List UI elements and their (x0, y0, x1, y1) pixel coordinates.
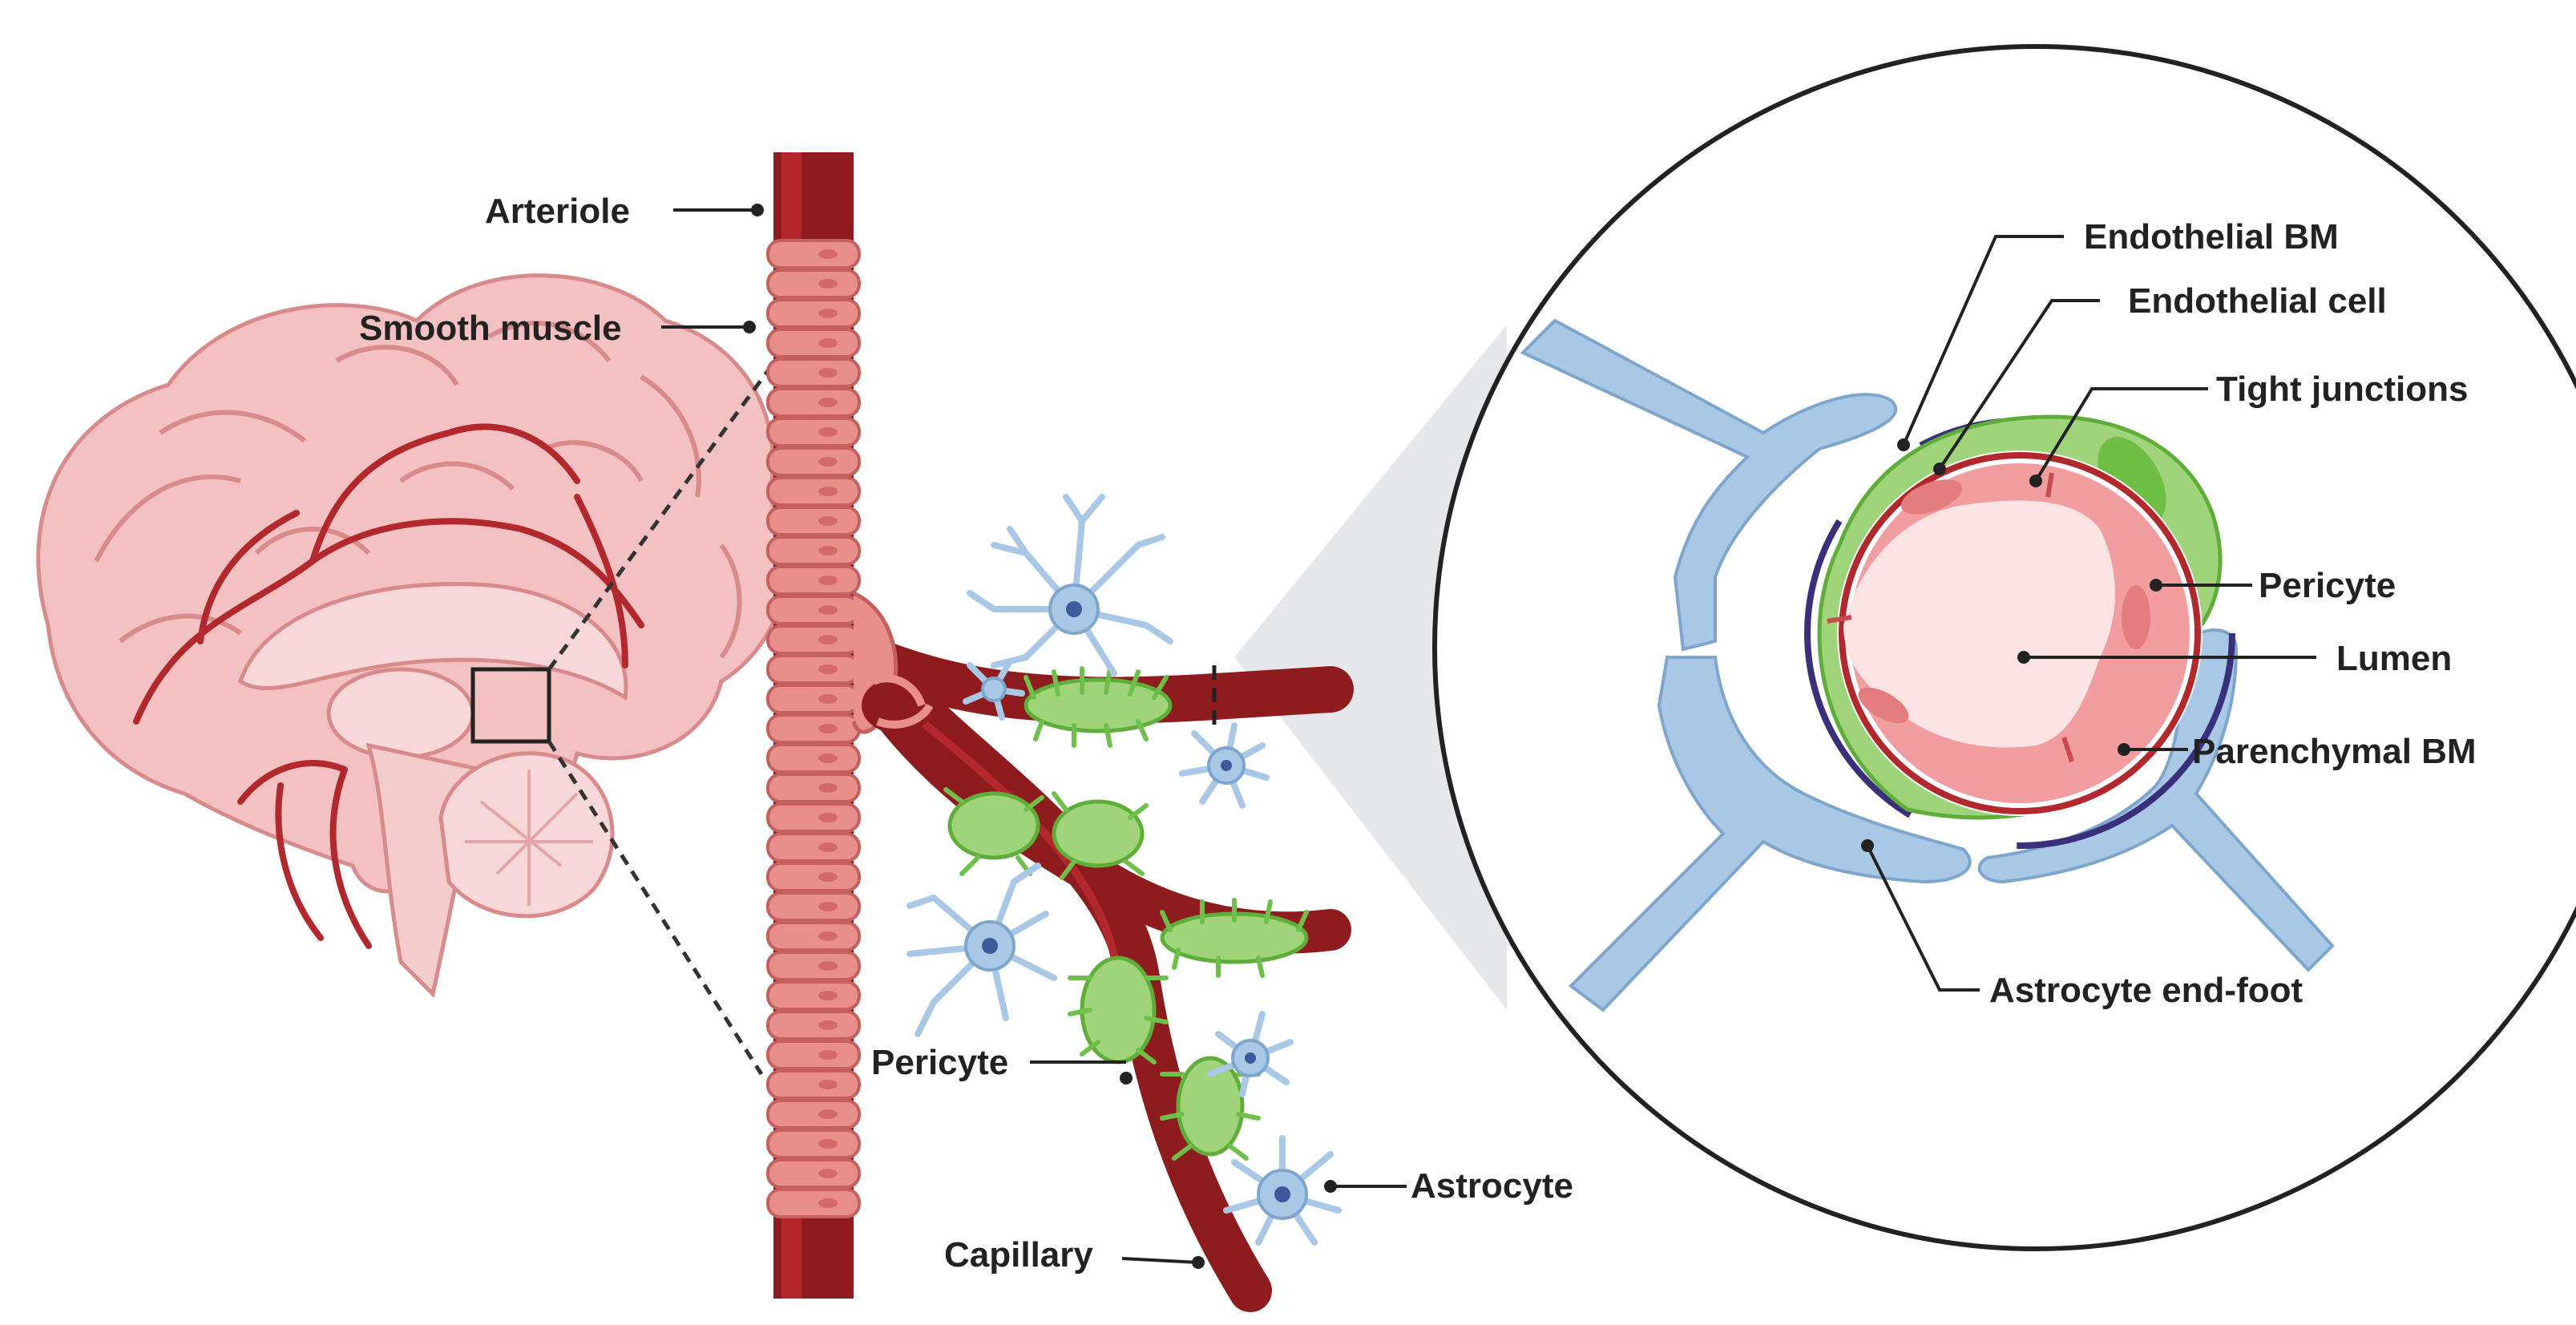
smooth-muscle-cell (766, 446, 861, 477)
smooth-muscle-cell (766, 773, 861, 803)
smooth-muscle-nucleus (818, 1109, 838, 1119)
smooth-muscle-nucleus (818, 813, 838, 822)
smooth-muscle-cell (766, 684, 861, 714)
smooth-muscle-cell (766, 328, 861, 358)
smooth-muscle-nucleus (818, 309, 838, 318)
smooth-muscle-nucleus (818, 1169, 838, 1178)
smooth-muscle-nucleus (818, 249, 838, 259)
label-endothelial-cell: Endothelial cell (2128, 281, 2387, 321)
smooth-muscle-cell (766, 595, 861, 625)
smooth-muscle-nucleus (818, 605, 838, 615)
smooth-muscle-cell (766, 1099, 861, 1129)
smooth-muscle-cell (766, 239, 861, 269)
smooth-muscle-nucleus (818, 279, 838, 289)
labels: Arteriole Smooth muscle Pericyte Capilla… (359, 192, 2477, 1275)
smooth-muscle-cell (766, 1010, 861, 1040)
smooth-muscle-nucleus (818, 546, 838, 555)
zoom-line-top (547, 367, 772, 671)
selection-box (470, 667, 551, 744)
smooth-muscle-cell (766, 951, 861, 981)
smooth-muscle-cell (766, 269, 861, 299)
smooth-muscle-nucleus (818, 398, 838, 407)
smooth-muscle-nucleus (818, 487, 838, 496)
smooth-muscle-cell (766, 535, 861, 566)
smooth-muscle-cell (766, 624, 861, 655)
smooth-muscle-nucleus (818, 576, 838, 585)
smooth-muscle-cell (766, 298, 861, 329)
smooth-muscle-nucleus (818, 961, 838, 971)
label-parenchymal-bm: Parenchymal BM (2192, 732, 2477, 771)
smooth-muscle-nucleus (818, 665, 838, 674)
brain-illustration (36, 273, 788, 998)
zoom-cone (1234, 325, 1507, 1010)
smooth-muscle-nucleus (818, 872, 838, 882)
label-capillary: Capillary (944, 1235, 1093, 1275)
smooth-muscle-cell (766, 980, 861, 1011)
smooth-muscle-nucleus (818, 753, 838, 763)
smooth-muscle-cell (766, 743, 861, 774)
smooth-muscle-nucleus (818, 783, 838, 793)
label-lumen: Lumen (2336, 639, 2452, 678)
smooth-muscle-nucleus (818, 635, 838, 644)
smooth-muscle-nucleus (818, 1198, 838, 1208)
smooth-muscle-nucleus (818, 427, 838, 437)
smooth-muscle-cell (766, 1188, 861, 1218)
capillary-network (842, 634, 1354, 1312)
smooth-muscle-nucleus (818, 516, 838, 526)
smooth-muscle-nucleus (818, 902, 838, 911)
smooth-muscle-nucleus (818, 368, 838, 378)
smooth-muscle-cell (766, 921, 861, 951)
label-pericyte-right: Pericyte (2259, 566, 2396, 605)
zoom-line-bottom (547, 740, 764, 1076)
smooth-muscle-cell (766, 713, 861, 744)
smooth-muscle-nucleus (818, 1050, 838, 1060)
smooth-muscle-nucleus (818, 724, 838, 733)
smooth-muscle-cell (766, 891, 861, 922)
label-astrocyte-end-foot: Astrocyte end-foot (1989, 971, 2303, 1010)
smooth-muscle-cell (766, 417, 861, 447)
smooth-muscle-cell (766, 1040, 861, 1070)
label-endothelial-bm: Endothelial BM (2084, 217, 2339, 257)
smooth-muscle-nucleus (818, 694, 838, 704)
smooth-muscle-cell (766, 1129, 861, 1159)
smooth-muscle-cell (766, 476, 861, 507)
smooth-muscle-cell (766, 1069, 861, 1100)
smooth-muscle-cell (766, 358, 861, 388)
label-smooth-muscle: Smooth muscle (359, 309, 622, 348)
label-pericyte-left: Pericyte (871, 1043, 1008, 1082)
arteriole-vessel (766, 152, 934, 1299)
smooth-muscle-nucleus (818, 991, 838, 1000)
smooth-muscle-cell (766, 832, 861, 862)
label-tight-junctions: Tight junctions (2216, 370, 2469, 409)
smooth-muscle-nucleus (818, 842, 838, 852)
smooth-muscle-nucleus (818, 1139, 838, 1149)
smooth-muscle-cell (766, 565, 861, 596)
smooth-muscle-cell (766, 802, 861, 833)
label-arteriole: Arteriole (485, 192, 630, 231)
smooth-muscle-cell (766, 654, 861, 685)
smooth-muscle-cell (766, 506, 861, 536)
smooth-muscle-cell (766, 387, 861, 418)
astrocyte-cells (906, 494, 1342, 1246)
smooth-muscle-nucleus (818, 457, 838, 467)
smooth-muscle-nucleus (818, 1080, 838, 1089)
smooth-muscle-cell (766, 1158, 861, 1189)
smooth-muscle-rings (766, 239, 861, 1218)
cross-section (1520, 318, 2335, 1012)
smooth-muscle-nucleus (818, 1020, 838, 1030)
smooth-muscle-cell (766, 862, 861, 892)
leader-lines (661, 204, 2316, 1269)
smooth-muscle-nucleus (818, 931, 838, 941)
smooth-muscle-nucleus (818, 338, 838, 348)
label-astrocyte: Astrocyte (1411, 1166, 1573, 1206)
